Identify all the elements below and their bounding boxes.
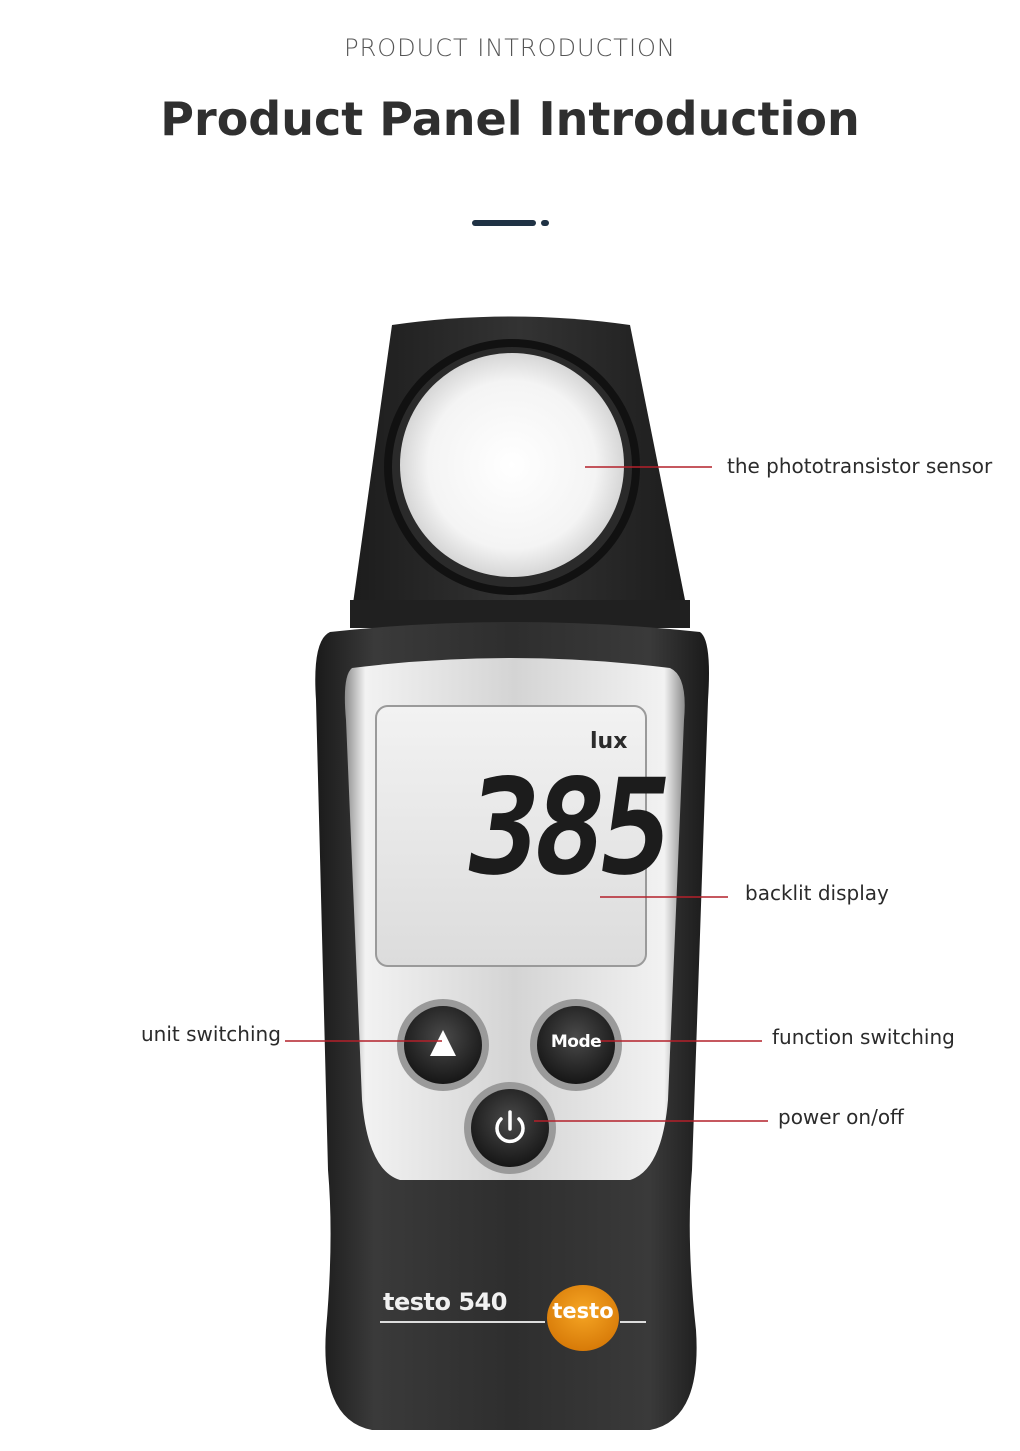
callout-power: power on/off bbox=[778, 1105, 904, 1129]
callout-function-switching: function switching bbox=[772, 1025, 955, 1049]
eyebrow-heading: PRODUCT INTRODUCTION bbox=[344, 34, 676, 62]
accent-bar bbox=[472, 220, 536, 226]
brand-logo bbox=[547, 1285, 619, 1351]
brand-label: testo bbox=[552, 1299, 614, 1323]
lcd-unit-label: lux bbox=[590, 729, 628, 754]
triangle-up-icon bbox=[430, 1030, 456, 1056]
mode-button-label: Mode bbox=[550, 1032, 602, 1052]
accent-dot bbox=[541, 220, 549, 226]
lcd-display bbox=[375, 705, 647, 967]
mode-button bbox=[537, 1006, 615, 1084]
callout-unit-switching: unit switching bbox=[141, 1022, 281, 1046]
page-title: Product Panel Introduction bbox=[160, 92, 860, 146]
callout-sensor: the phototransistor sensor bbox=[727, 454, 993, 478]
power-icon bbox=[495, 1110, 525, 1144]
callout-display: backlit display bbox=[745, 881, 889, 905]
model-label: testo 540 bbox=[383, 1288, 507, 1316]
lcd-reading: 385 bbox=[456, 752, 677, 905]
